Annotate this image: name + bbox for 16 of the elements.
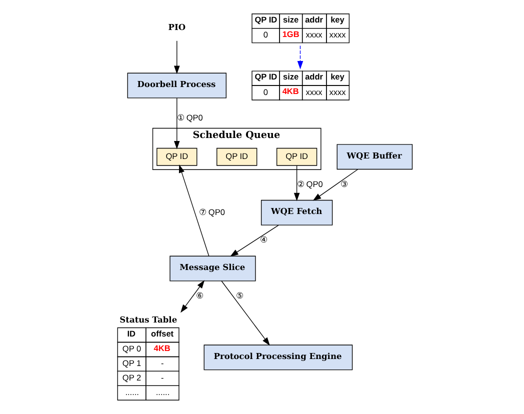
node-box: Protocol Processing Engine: [204, 344, 353, 370]
arrow: [174, 40, 180, 74]
node-text: PIO: [168, 22, 186, 32]
arrow: [297, 45, 304, 70]
arrow: [230, 224, 279, 257]
node-box: Message Slice: [170, 256, 256, 282]
node-box: WQE Buffer: [336, 144, 413, 170]
node-box: WQE Fetch: [260, 200, 333, 226]
arrow: [221, 280, 270, 346]
arrow: [174, 98, 180, 150]
arrow: [180, 280, 205, 313]
arrow: [312, 169, 358, 201]
arrow: [178, 164, 210, 256]
node-box: Doorbell Process: [127, 72, 226, 98]
node-label: Status Table: [120, 314, 178, 325]
arrow: [294, 165, 300, 202]
